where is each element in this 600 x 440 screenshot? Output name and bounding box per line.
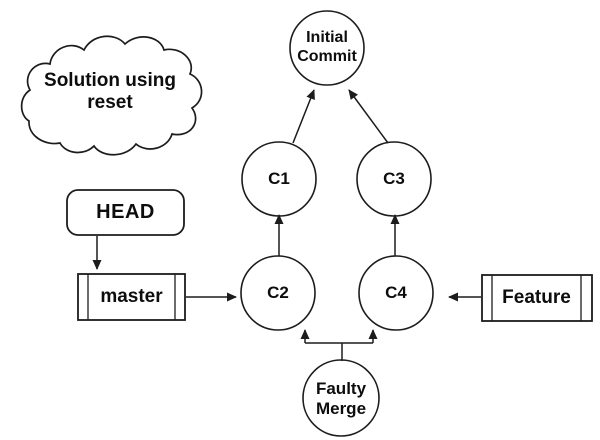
feature-box xyxy=(481,274,593,322)
c1-circle xyxy=(241,141,317,217)
c3-circle xyxy=(356,141,432,217)
cloud-shape xyxy=(20,35,203,156)
arrow-c1-to-initial xyxy=(292,89,315,144)
master-box xyxy=(77,273,186,321)
c4-circle xyxy=(358,255,434,331)
initial-commit-circle xyxy=(289,10,365,86)
faulty-merge-connector xyxy=(300,329,378,361)
head-box xyxy=(66,189,185,236)
arrow-c3-to-initial xyxy=(348,89,389,144)
faulty-merge-circle xyxy=(302,359,380,437)
c2-circle xyxy=(240,255,316,331)
